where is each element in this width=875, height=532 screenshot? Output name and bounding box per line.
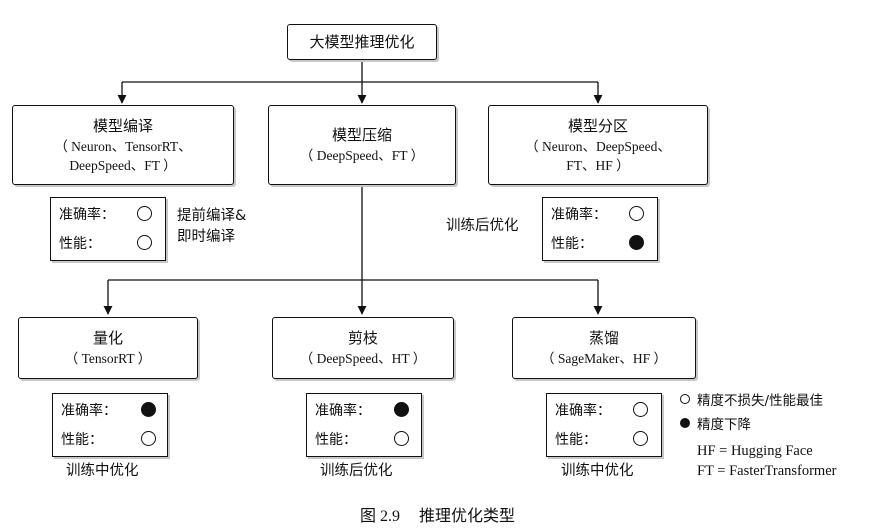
quantize-stage: 训练中优化 (66, 463, 139, 479)
accuracy-label: 准确率： (59, 207, 115, 223)
compile-note: 提前编译& 即时编译 (177, 206, 246, 248)
figure-number: 图 2.9 (359, 508, 400, 525)
distill-stage: 训练中优化 (561, 463, 634, 479)
accuracy-indicator (137, 206, 152, 221)
category-tools: （ DeepSpeed、FT ） (299, 148, 425, 163)
category-title: 模型编译 (92, 116, 153, 135)
performance-label: 性能： (555, 432, 597, 448)
compile-metrics-box: 准确率： 性能： (50, 197, 166, 261)
accuracy-indicator (394, 402, 409, 417)
category-tools: （ Neuron、DeepSpeed、 (525, 138, 671, 154)
legend-open-label: 精度不损失/性能最佳 (697, 393, 824, 409)
performance-label: 性能： (551, 236, 593, 252)
quantize-metrics-box: 准确率： 性能： (52, 393, 168, 457)
abbr-hf: HF = Hugging Face (697, 443, 813, 459)
root-box: 大模型推理优化 (287, 24, 437, 60)
accuracy-label: 准确率： (315, 403, 371, 419)
legend-filled: 精度下降 (680, 413, 751, 433)
category-tools: FT、HF ） (566, 157, 630, 173)
legend-filled-label: 精度下降 (697, 417, 751, 433)
category-title: 模型压缩 (331, 126, 392, 144)
figure-title: 推理优化类型 (419, 506, 516, 525)
category-tools: （ Neuron、TensorRT、 (54, 138, 192, 154)
technique-title: 剪枝 (347, 329, 378, 347)
category-box-compile: 模型编译 （ Neuron、TensorRT、 DeepSpeed、FT ） (12, 105, 234, 185)
technique-title: 蒸馏 (588, 329, 619, 347)
category-box-partition: 模型分区 （ Neuron、DeepSpeed、 FT、HF ） (488, 105, 708, 185)
filled-circle-icon (680, 418, 690, 428)
compile-note-line: 即时编译 (177, 229, 235, 245)
category-tools: DeepSpeed、FT ） (69, 157, 177, 173)
performance-indicator (629, 235, 644, 250)
distill-metrics-box: 准确率： 性能： (546, 393, 662, 457)
technique-box-distill: 蒸馏 （ SageMaker、HF ） (512, 317, 696, 379)
technique-box-prune: 剪枝 （ DeepSpeed、HT ） (272, 317, 454, 379)
performance-indicator (141, 431, 156, 446)
root-label: 大模型推理优化 (309, 32, 415, 51)
technique-tools: （ DeepSpeed、HT ） (299, 351, 427, 366)
performance-label: 性能： (59, 236, 101, 252)
technique-box-quantize: 量化 （ TensorRT ） (18, 317, 198, 379)
prune-metrics-box: 准确率： 性能： (306, 393, 422, 457)
performance-label: 性能： (315, 432, 357, 448)
accuracy-indicator (141, 402, 156, 417)
technique-tools: （ TensorRT ） (64, 351, 152, 366)
open-circle-icon (680, 394, 690, 404)
prune-stage: 训练后优化 (320, 463, 393, 479)
performance-indicator (137, 235, 152, 250)
partition-metrics-box: 准确率： 性能： (542, 197, 658, 261)
compile-note-line: 提前编译& (177, 208, 247, 224)
performance-indicator (394, 431, 409, 446)
accuracy-indicator (629, 206, 644, 221)
performance-label: 性能： (61, 432, 103, 448)
technique-title: 量化 (92, 329, 123, 347)
performance-indicator (633, 431, 648, 446)
technique-tools: （ SageMaker、HF ） (541, 351, 667, 366)
accuracy-indicator (633, 402, 648, 417)
category-box-compress: 模型压缩 （ DeepSpeed、FT ） (268, 105, 456, 185)
accuracy-label: 准确率： (551, 207, 607, 223)
figure-caption: 图 2.9 推理优化类型 (0, 502, 875, 526)
partition-note: 训练后优化 (446, 218, 519, 234)
abbr-ft: FT = FasterTransformer (697, 463, 837, 479)
legend-open: 精度不损失/性能最佳 (680, 389, 823, 409)
accuracy-label: 准确率： (61, 403, 117, 419)
accuracy-label: 准确率： (555, 403, 611, 419)
category-title: 模型分区 (567, 116, 628, 135)
